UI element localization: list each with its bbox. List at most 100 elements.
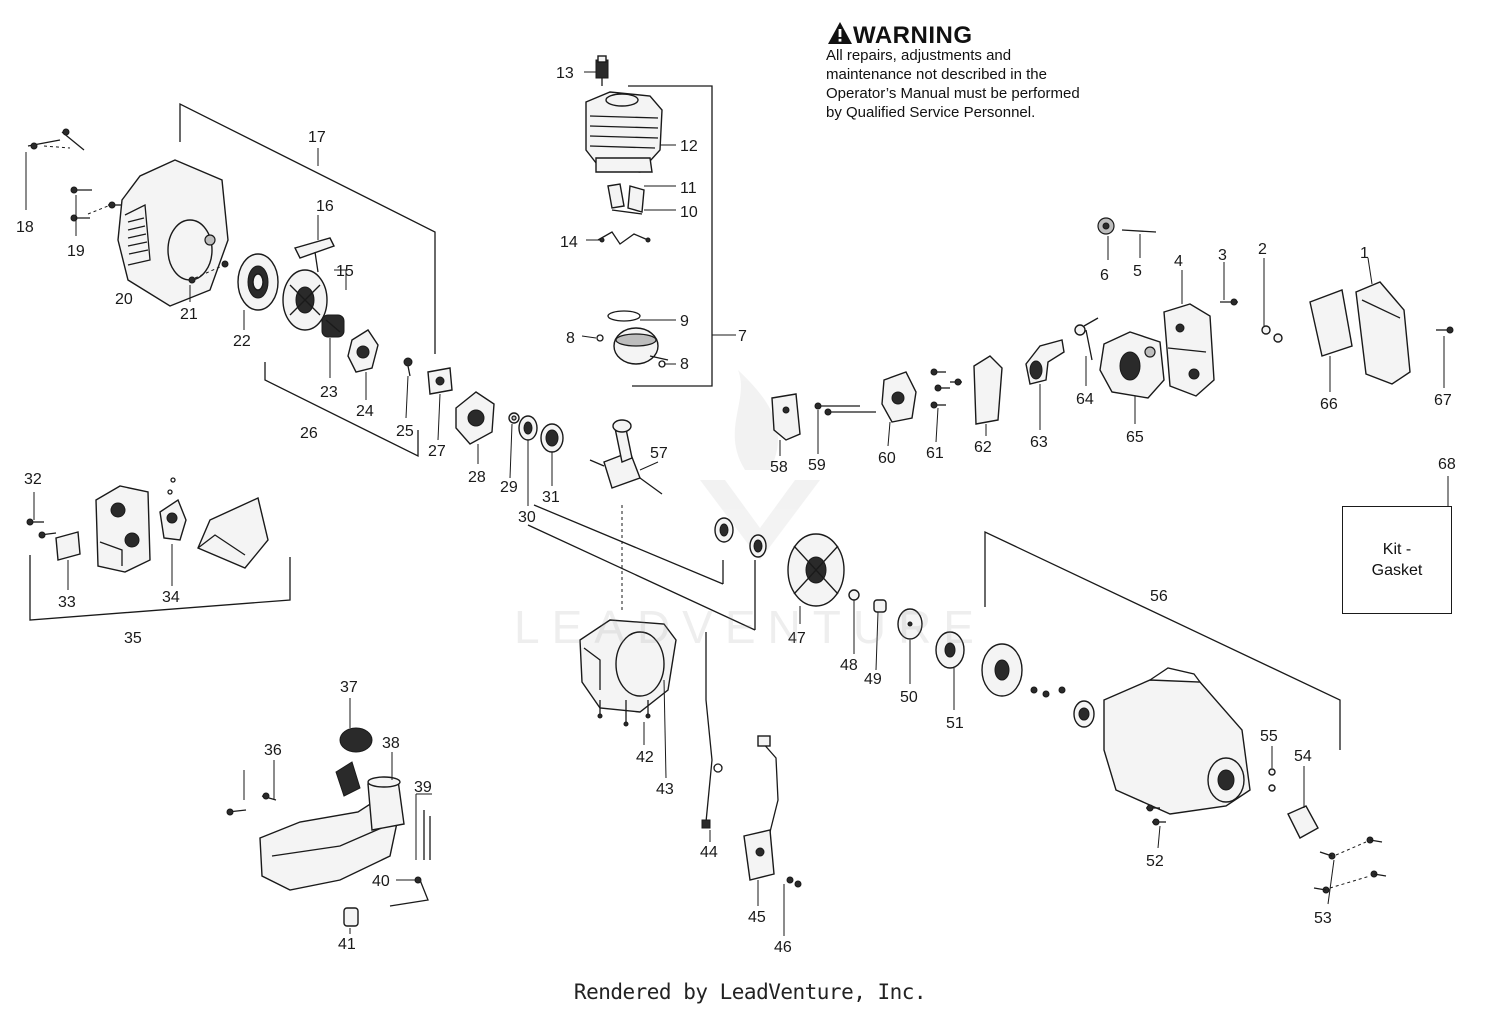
callout-59: 59 (808, 457, 826, 474)
part-31-bearing (540, 423, 564, 453)
part-41-weight (343, 907, 359, 927)
callout-8a: 8 (566, 330, 575, 347)
callout-28: 28 (468, 469, 486, 486)
callout-29: 29 (500, 479, 518, 496)
part-46-screws (786, 876, 802, 888)
part-23-spring (321, 314, 345, 338)
part-59-bolts (814, 402, 876, 416)
callout-30: 30 (518, 509, 536, 526)
part-37-cap (335, 727, 373, 797)
part-64-lever (1074, 317, 1099, 361)
screw-18 (27, 128, 85, 151)
part-6-knob (1097, 217, 1115, 235)
warning-text: All repairs, adjustments and maintenance… (826, 47, 1080, 121)
part-49-spacer (873, 599, 887, 613)
part-50-plate (897, 608, 923, 640)
warning-triangle-icon (828, 22, 852, 44)
bracket-26 (264, 362, 419, 458)
part-62-gasket (973, 355, 1003, 425)
callout-46: 46 (774, 939, 792, 956)
part-35-muffler (95, 485, 151, 573)
part-piston (613, 327, 669, 365)
callout-23: 23 (320, 384, 338, 401)
callout-57: 57 (650, 445, 668, 462)
part-63-elbow (1025, 339, 1065, 385)
callout-44: 44 (700, 844, 718, 861)
part-13-spark-plug (595, 55, 609, 86)
callout-3: 3 (1218, 247, 1227, 264)
callout-56: 56 (1150, 588, 1168, 605)
part-5-rod (1121, 229, 1157, 233)
callout-1: 1 (1360, 245, 1369, 262)
callout-22: 22 (233, 333, 251, 350)
bracket-30 (527, 504, 756, 631)
part-52-screws (1146, 804, 1166, 826)
callout-47: 47 (788, 630, 806, 647)
part-2-nut (1261, 325, 1283, 343)
bracket-7 (628, 85, 713, 387)
callout-8b: 8 (680, 356, 689, 373)
part-30-seal (518, 415, 538, 441)
part-clutch-drum (981, 643, 1023, 697)
callout-38: 38 (382, 735, 400, 752)
part-bearing-lower (1073, 700, 1095, 728)
part-small-screws (1030, 686, 1066, 698)
callout-34: 34 (162, 589, 180, 606)
callout-63: 63 (1030, 434, 1048, 451)
part-44-wire (701, 632, 723, 829)
kit-gasket-box: Kit - Gasket (1342, 506, 1452, 614)
callout-66: 66 (1320, 396, 1338, 413)
part-ignition-lead (757, 735, 779, 841)
callout-36: 36 (264, 742, 282, 759)
part-4-air-box (1163, 303, 1215, 397)
callout-7: 7 (738, 328, 747, 345)
callout-65: 65 (1126, 429, 1144, 446)
part-61-screws (930, 368, 962, 409)
callout-52: 52 (1146, 853, 1164, 870)
part-36-screws (226, 792, 277, 816)
callout-48: 48 (840, 657, 858, 674)
callout-10: 10 (680, 204, 698, 221)
part-55-nuts (1268, 768, 1276, 792)
part-9-ring (607, 310, 641, 322)
part-22-pulley (237, 253, 279, 311)
part-67-screw (1436, 326, 1454, 334)
part-40-filter (389, 876, 429, 907)
part-33-plate (55, 531, 81, 561)
callout-17: 17 (308, 129, 326, 146)
part-seal-lower (714, 517, 734, 543)
part-fuel-tank (259, 788, 399, 891)
part-45-coil (743, 829, 775, 881)
callout-4: 4 (1174, 253, 1183, 270)
callout-40: 40 (372, 873, 390, 890)
part-10-ring (611, 209, 643, 215)
bracket-17 (179, 102, 436, 354)
part-32-screws (26, 518, 57, 539)
callout-43: 43 (656, 781, 674, 798)
part-heat-shield (197, 497, 269, 569)
callout-64: 64 (1076, 391, 1094, 408)
callout-67: 67 (1434, 392, 1452, 409)
callout-24: 24 (356, 403, 374, 420)
callout-61: 61 (926, 445, 944, 462)
warning-title: WARNING (853, 22, 973, 49)
bracket-35 (29, 555, 291, 621)
callout-9: 9 (680, 313, 689, 330)
part-3-screw (1220, 298, 1238, 306)
part-25-screw (403, 357, 413, 377)
part-57-crankshaft (589, 419, 663, 495)
callout-37: 37 (340, 679, 358, 696)
callout-54: 54 (1294, 748, 1312, 765)
part-29-washer (508, 412, 520, 424)
callout-32: 32 (24, 471, 42, 488)
callout-16: 16 (316, 198, 334, 215)
part-14-clip (597, 231, 651, 245)
callout-41: 41 (338, 936, 356, 953)
callout-35: 35 (124, 630, 142, 647)
part-28-housing (455, 391, 495, 445)
part-12-cylinder (585, 91, 663, 173)
callout-26: 26 (300, 425, 318, 442)
part-15-starter (282, 269, 328, 331)
part-47-flywheel (787, 533, 845, 607)
callout-13: 13 (556, 65, 574, 82)
